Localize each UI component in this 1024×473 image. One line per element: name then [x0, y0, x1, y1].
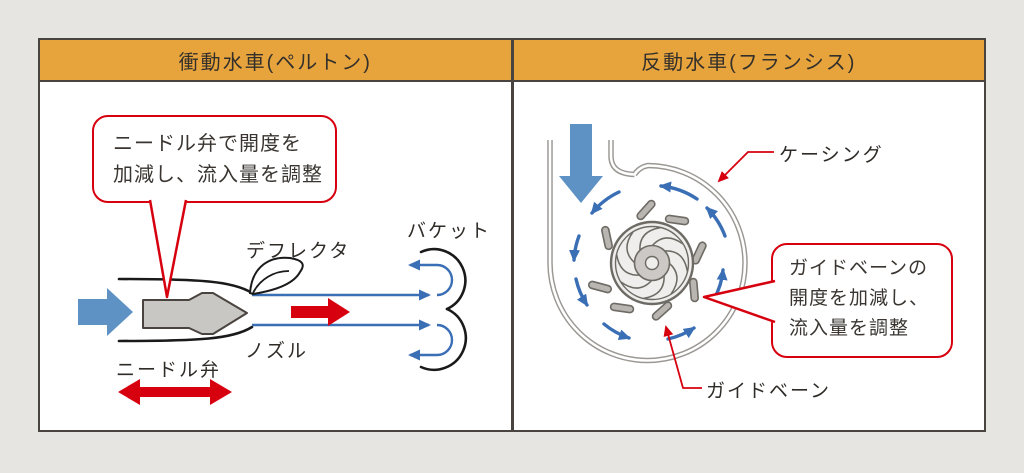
- guide-vane-label: ガイドベーン: [706, 381, 832, 402]
- needle-valve-callout-line1: ニードル弁で開度を: [113, 133, 302, 155]
- guide-vane-callout-line3: 流入量を調整: [789, 318, 910, 339]
- guide-vane-callout-line2: 開度を加減し、: [789, 288, 930, 309]
- pelton-header: 衝動水車(ペルトン): [40, 40, 511, 82]
- francis-header: 反動水車(フランシス): [513, 40, 984, 82]
- needle-valve-callout: ニードル弁で開度を 加減し、流入量を調整: [92, 115, 337, 203]
- guide-vane-callout-line1: ガイドベーンの: [789, 258, 929, 279]
- bucket-label: バケット: [407, 221, 492, 242]
- francis-panel: 反動水車(フランシス): [513, 40, 984, 430]
- needle-valve-callout-line2: 加減し、流入量を調整: [113, 164, 323, 186]
- guide-vane-callout: ガイドベーンの 開度を加減し、 流入量を調整: [771, 243, 953, 358]
- casing-label: ケーシング: [779, 145, 884, 166]
- deflector-label: デフレクタ: [246, 241, 351, 262]
- pelton-header-label: 衝動水車(ペルトン): [178, 51, 372, 74]
- needle-valve-label: ニードル弁: [116, 360, 222, 381]
- francis-header-label: 反動水車(フランシス): [641, 51, 857, 74]
- nozzle-label: ノズル: [245, 341, 309, 362]
